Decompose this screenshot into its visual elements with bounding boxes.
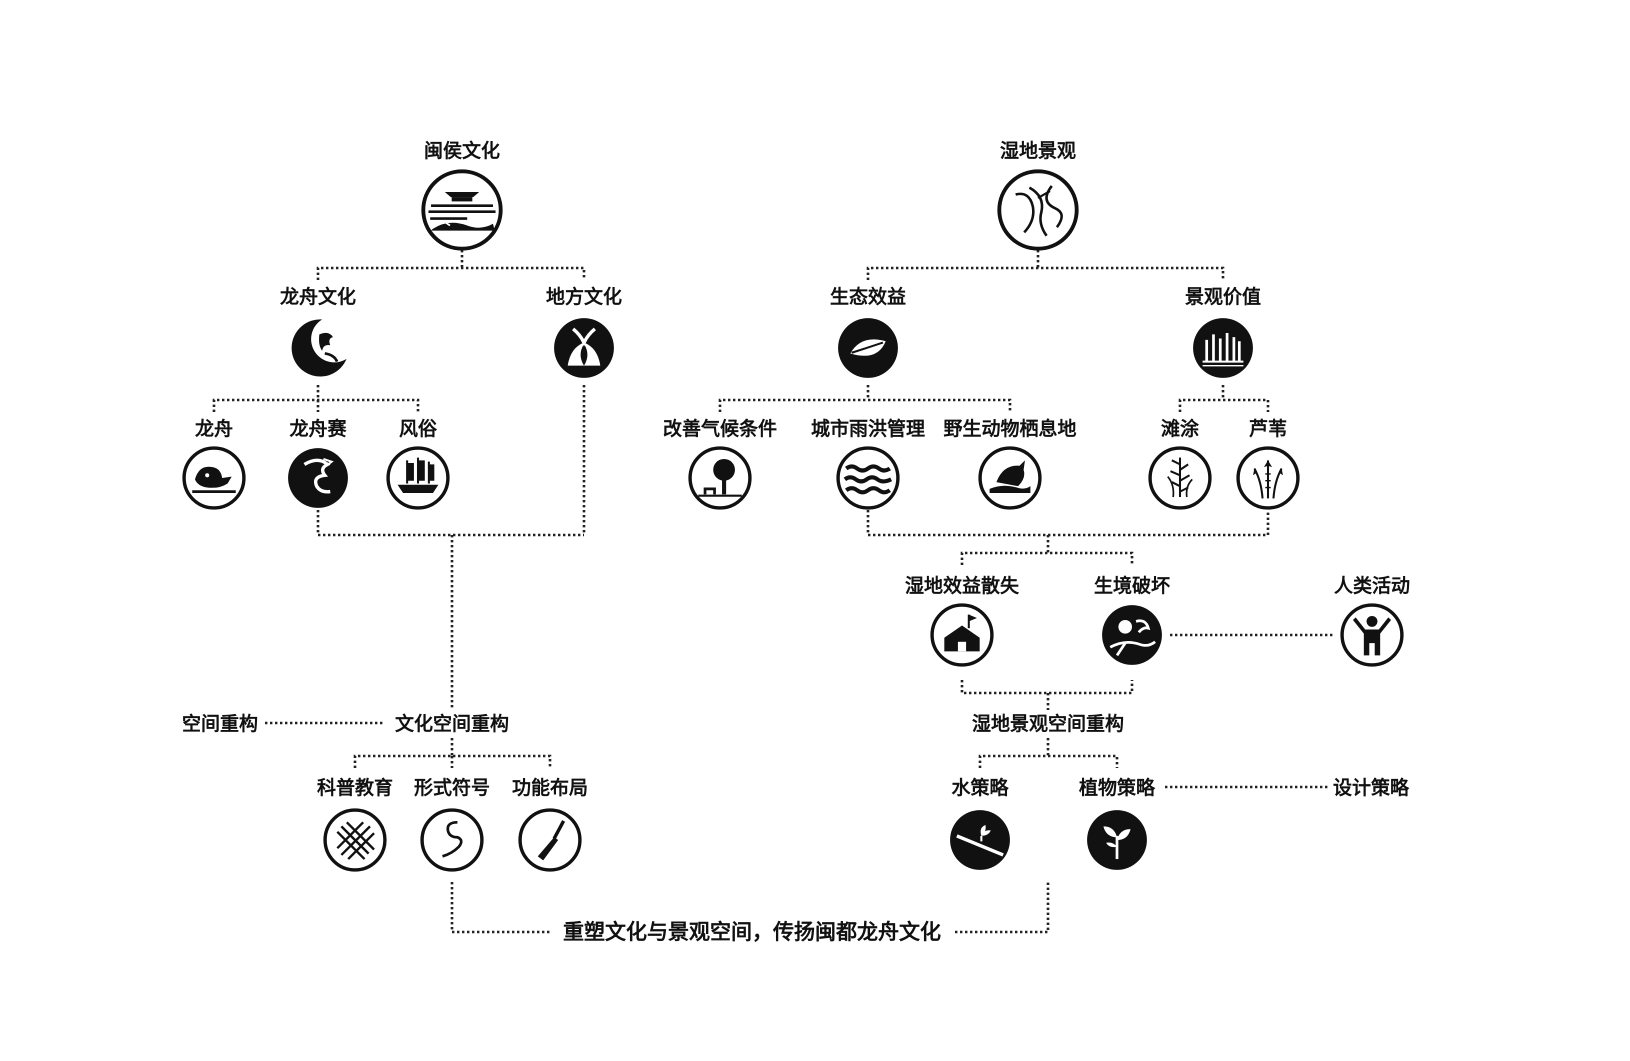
label-eco-benefit: 生态效益 — [829, 286, 907, 308]
label-science-education: 科普教育 — [316, 777, 394, 799]
node-custom — [384, 444, 452, 512]
grass-icon — [1148, 446, 1212, 510]
paddle-icon — [518, 808, 582, 872]
link-cultural-leaves — [353, 738, 552, 768]
label-climate: 改善气候条件 — [662, 418, 778, 440]
label-plant-strategy: 植物策略 — [1078, 777, 1156, 799]
slope-sprout-icon — [950, 810, 1010, 870]
label-flood: 城市雨洪管理 — [810, 418, 926, 440]
label-design-strategy: 设计策略 — [1333, 777, 1410, 799]
label-water-strategy: 水策略 — [951, 777, 1009, 799]
fish-icon — [978, 446, 1042, 510]
reed-row-icon — [1193, 318, 1253, 378]
label-human-activity: 人类活动 — [1333, 575, 1411, 597]
person-icon — [1340, 603, 1404, 667]
label-minhou-culture: 闽侯文化 — [423, 140, 501, 162]
label-habitat-damage: 生境破坏 — [1093, 575, 1171, 597]
label-dragonboat-culture: 龙舟文化 — [279, 286, 357, 308]
reed-icon — [1236, 446, 1300, 510]
lotus-icon — [554, 318, 614, 378]
leaf-icon — [838, 318, 898, 378]
wetland-stream-icon — [997, 169, 1079, 251]
link-right-merge — [866, 510, 1270, 537]
label-wetland-landscape: 湿地景观 — [999, 140, 1077, 162]
curve-icon — [420, 808, 484, 872]
node-reed — [1234, 444, 1302, 512]
node-wetland-landscape — [995, 167, 1081, 253]
node-habitat-damage — [1098, 601, 1166, 669]
label-wetland-space-restructure: 湿地景观空间重构 — [971, 713, 1125, 735]
net-icon — [323, 808, 387, 872]
link-landscape-leaves — [1178, 385, 1270, 412]
link-eco-leaves — [718, 385, 1012, 412]
node-dragonboat — [180, 444, 248, 512]
temple-landscape-icon — [421, 169, 503, 251]
label-landscape-value: 景观价值 — [1184, 286, 1262, 308]
waves-icon — [836, 446, 900, 510]
node-climate — [686, 444, 754, 512]
link-minhou-branches — [316, 250, 586, 280]
tree-bench-icon — [688, 446, 752, 510]
node-boat-race — [284, 444, 352, 512]
node-landscape-value — [1189, 314, 1257, 382]
label-form-symbol: 形式符号 — [413, 777, 491, 799]
label-benefit-loss: 湿地效益散失 — [904, 575, 1020, 597]
deforestation-icon — [1102, 605, 1162, 665]
node-wildlife — [976, 444, 1044, 512]
label-local-culture: 地方文化 — [545, 286, 623, 308]
conclusion-text: 重塑文化与景观空间，传扬闽都龙舟文化 — [563, 920, 941, 944]
dragon-icon — [288, 448, 348, 508]
node-dragonboat-culture — [284, 314, 352, 382]
label-reed: 芦苇 — [1248, 418, 1288, 440]
dragon-head-icon — [182, 446, 246, 510]
link-wetland-branches — [866, 250, 1225, 280]
sprout-icon — [1087, 810, 1147, 870]
label-wildlife: 野生动物栖息地 — [943, 418, 1077, 440]
link-conclusion-left — [450, 882, 550, 934]
node-minhou-culture — [419, 167, 505, 253]
node-benefit-loss — [928, 601, 996, 669]
node-eco-benefit — [834, 314, 902, 382]
node-flood — [834, 444, 902, 512]
node-plant-strategy — [1083, 806, 1151, 874]
node-science-education — [321, 806, 389, 874]
sailing-ship-icon — [386, 446, 450, 510]
label-tidal-flat: 滩涂 — [1160, 418, 1200, 440]
node-local-culture — [550, 314, 618, 382]
house-flag-icon — [930, 603, 994, 667]
link-loss-merge — [960, 680, 1134, 710]
label-custom: 风俗 — [398, 418, 438, 440]
node-tidal-flat — [1146, 444, 1214, 512]
dragon-crescent-icon — [291, 319, 347, 377]
link-conclusion-right — [955, 882, 1050, 934]
label-dragonboat: 龙舟 — [194, 418, 234, 440]
node-water-strategy — [946, 806, 1014, 874]
link-loss-branches — [960, 535, 1134, 565]
node-human-activity — [1338, 601, 1406, 669]
link-dragonboat-leaves — [212, 385, 420, 412]
label-cultural-space-restructure: 文化空间重构 — [394, 713, 510, 735]
label-function-layout: 功能布局 — [511, 777, 589, 799]
label-boat-race: 龙舟赛 — [289, 418, 347, 440]
link-strategy-leaves — [978, 738, 1119, 768]
label-space-restructure: 空间重构 — [182, 713, 259, 735]
node-function-layout — [516, 806, 584, 874]
node-form-symbol — [418, 806, 486, 874]
link-left-merge — [316, 510, 584, 537]
